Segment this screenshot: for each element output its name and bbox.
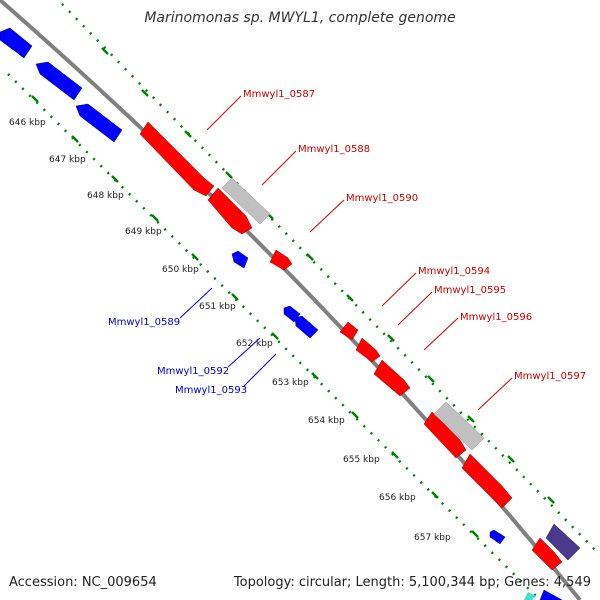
inner-tick	[431, 491, 439, 499]
gene-label-forward[interactable]: Mmwyl1_0595	[434, 285, 506, 296]
inner-tick-guide	[7, 73, 541, 600]
tick-label: 655 kbp	[343, 455, 380, 465]
gene-arrow-forward[interactable]	[355, 337, 381, 363]
tick-label: 656 kbp	[379, 493, 416, 503]
gene-label-forward[interactable]: Mmwyl1_0588	[298, 144, 370, 155]
gene-arrow-reverse[interactable]	[35, 61, 83, 101]
leader-line	[243, 353, 277, 387]
tick-label: 657 kbp	[414, 533, 451, 543]
tick-label: 649 kbp	[125, 227, 162, 237]
gene-arrow-forward[interactable]	[207, 187, 253, 235]
tick-label: 646 kbp	[9, 118, 46, 128]
gene-label-forward[interactable]: Mmwyl1_0587	[243, 89, 315, 100]
gene-arrow-reverse[interactable]	[539, 589, 563, 600]
reverse-strand-genes	[0, 27, 563, 600]
reverse-label-leaders	[179, 287, 277, 387]
rna-feature[interactable]	[524, 592, 536, 600]
tick-label: 653 kbp	[272, 378, 309, 388]
inner-tick	[471, 530, 479, 538]
genome-summary-text: Topology: circular; Length: 5,100,344 bp…	[233, 575, 591, 590]
gene-label-reverse[interactable]: Mmwyl1_0592	[157, 366, 229, 377]
gene-arrow-forward[interactable]	[373, 359, 411, 397]
outer-tick	[101, 47, 109, 55]
tick-label: 654 kbp	[308, 416, 345, 426]
outer-tick	[387, 334, 395, 342]
inner-tick	[151, 214, 159, 222]
tick-label: 652 kbp	[236, 339, 273, 349]
gene-label-reverse[interactable]: Mmwyl1_0589	[108, 317, 180, 328]
inner-tick	[31, 95, 39, 103]
map-title: Marinomonas sp. MWYL1, complete genome	[144, 10, 455, 26]
forward-strand-genes	[139, 121, 563, 571]
tick-labels: 646 kbp 647 kbp 648 kbp 649 kbp 650 kbp …	[9, 118, 451, 543]
inner-tick	[271, 332, 279, 340]
forward-gene-labels: Mmwyl1_0587 Mmwyl1_0588 Mmwyl1_0590 Mmwy…	[243, 89, 586, 382]
gene-arrow-forward[interactable]	[461, 453, 513, 509]
gene-label-reverse[interactable]: Mmwyl1_0593	[175, 385, 247, 396]
gene-arrow-pseudo[interactable]	[433, 401, 485, 451]
gene-label-forward[interactable]: Mmwyl1_0594	[418, 266, 490, 277]
gene-arrow-forward[interactable]	[269, 249, 293, 271]
inner-tick	[191, 253, 199, 261]
tick-label: 647 kbp	[49, 155, 86, 165]
inner-tick	[351, 411, 359, 419]
gene-arrow-reverse[interactable]	[489, 529, 506, 545]
outer-tick-guide	[61, 3, 600, 556]
inner-tick	[111, 175, 119, 183]
inner-tick	[391, 451, 399, 459]
inner-tick	[231, 293, 239, 301]
outer-tick	[547, 496, 555, 504]
tick-label: 651 kbp	[199, 302, 236, 312]
leader-line	[397, 291, 433, 326]
outer-tick	[346, 294, 354, 302]
gene-arrow-forward[interactable]	[531, 537, 563, 571]
inner-tick	[311, 372, 319, 380]
pseudo-genes	[221, 177, 485, 451]
gene-label-forward[interactable]: Mmwyl1_0590	[346, 193, 418, 204]
gene-label-forward[interactable]: Mmwyl1_0596	[460, 312, 532, 323]
outer-tick	[467, 415, 475, 423]
leader-line	[227, 337, 261, 368]
inner-tick	[71, 135, 79, 143]
gene-arrow-forward[interactable]	[339, 321, 359, 341]
outer-tick	[225, 171, 233, 179]
tick-label: 650 kbp	[162, 265, 199, 275]
gene-arrow-reverse[interactable]	[294, 315, 319, 339]
gene-arrow-forward[interactable]	[423, 411, 467, 459]
gene-arrow-reverse[interactable]	[0, 27, 33, 59]
leader-line	[261, 150, 297, 186]
gene-arrow-forward[interactable]	[139, 121, 215, 197]
gene-arrow-pseudo[interactable]	[221, 177, 271, 225]
inner-tick-marks	[31, 95, 479, 538]
leader-line	[381, 272, 417, 307]
reverse-gene-labels: Mmwyl1_0589 Mmwyl1_0592 Mmwyl1_0593	[108, 317, 247, 396]
leader-line	[179, 287, 213, 319]
outer-tick	[507, 455, 515, 463]
gene-arrow-reverse[interactable]	[231, 250, 249, 269]
leader-line	[477, 377, 513, 411]
leader-line	[206, 95, 242, 131]
leader-line	[309, 199, 345, 233]
gene-label-forward[interactable]: Mmwyl1_0597	[514, 371, 586, 382]
leader-line	[423, 317, 459, 351]
outer-tick-marks	[101, 47, 555, 504]
accession-text: Accession: NC_009654	[9, 575, 157, 590]
tick-label: 648 kbp	[87, 191, 124, 201]
outer-tick	[306, 253, 314, 261]
outer-tick	[184, 130, 192, 138]
outer-tick	[427, 375, 435, 383]
gene-arrow-reverse[interactable]	[75, 103, 123, 143]
genome-backbone	[0, 0, 582, 600]
outer-tick	[141, 89, 149, 97]
forward-label-leaders	[206, 95, 513, 411]
gene-arrow-other[interactable]	[545, 523, 581, 561]
